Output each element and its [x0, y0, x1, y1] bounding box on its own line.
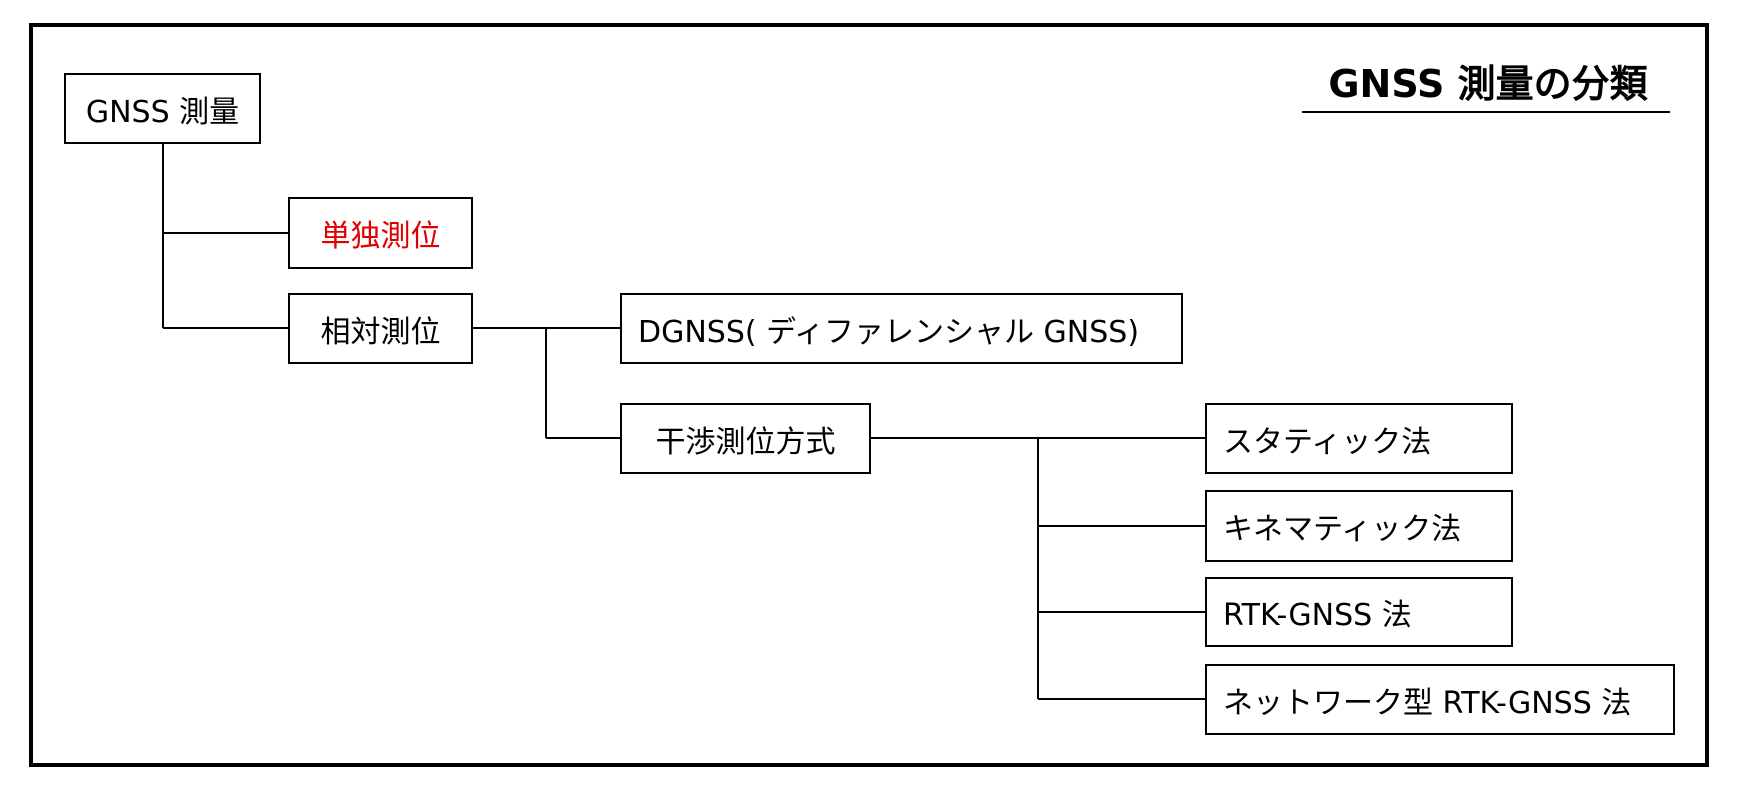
node-static-method: スタティック法: [1205, 403, 1513, 474]
node-interferometric-method: 干渉測位方式: [620, 403, 871, 474]
node-gnss-survey: GNSS 測量: [64, 73, 261, 144]
node-kinematic-method: キネマティック法: [1205, 490, 1513, 562]
node-dgnss: DGNSS( ディファレンシャル GNSS): [620, 293, 1183, 364]
node-relative-positioning: 相対測位: [288, 293, 473, 364]
node-relative-positioning-label: 相対測位: [320, 314, 441, 350]
diagram-title: GNSS 測量の分類: [1328, 62, 1648, 106]
node-interferometric-method-label: 干渉測位方式: [655, 424, 836, 460]
node-single-positioning-label: 単独測位: [320, 219, 441, 254]
node-static-method-label: スタティック法: [1223, 424, 1432, 460]
node-rtk-gnss-method: RTK-GNSS 法: [1205, 577, 1513, 647]
diagram-frame: [29, 23, 1709, 767]
node-dgnss-label: DGNSS( ディファレンシャル GNSS): [638, 314, 1140, 350]
node-kinematic-method-label: キネマティック法: [1223, 512, 1462, 547]
node-single-positioning: 単独測位: [288, 197, 473, 269]
node-gnss-survey-label: GNSS 測量: [85, 94, 240, 130]
node-network-rtk-gnss-method: ネットワーク型 RTK-GNSS 法: [1205, 664, 1675, 735]
node-rtk-gnss-method-label: RTK-GNSS 法: [1223, 598, 1412, 633]
title-underline: [1302, 111, 1670, 113]
node-network-rtk-gnss-method-label: ネットワーク型 RTK-GNSS 法: [1223, 685, 1632, 721]
